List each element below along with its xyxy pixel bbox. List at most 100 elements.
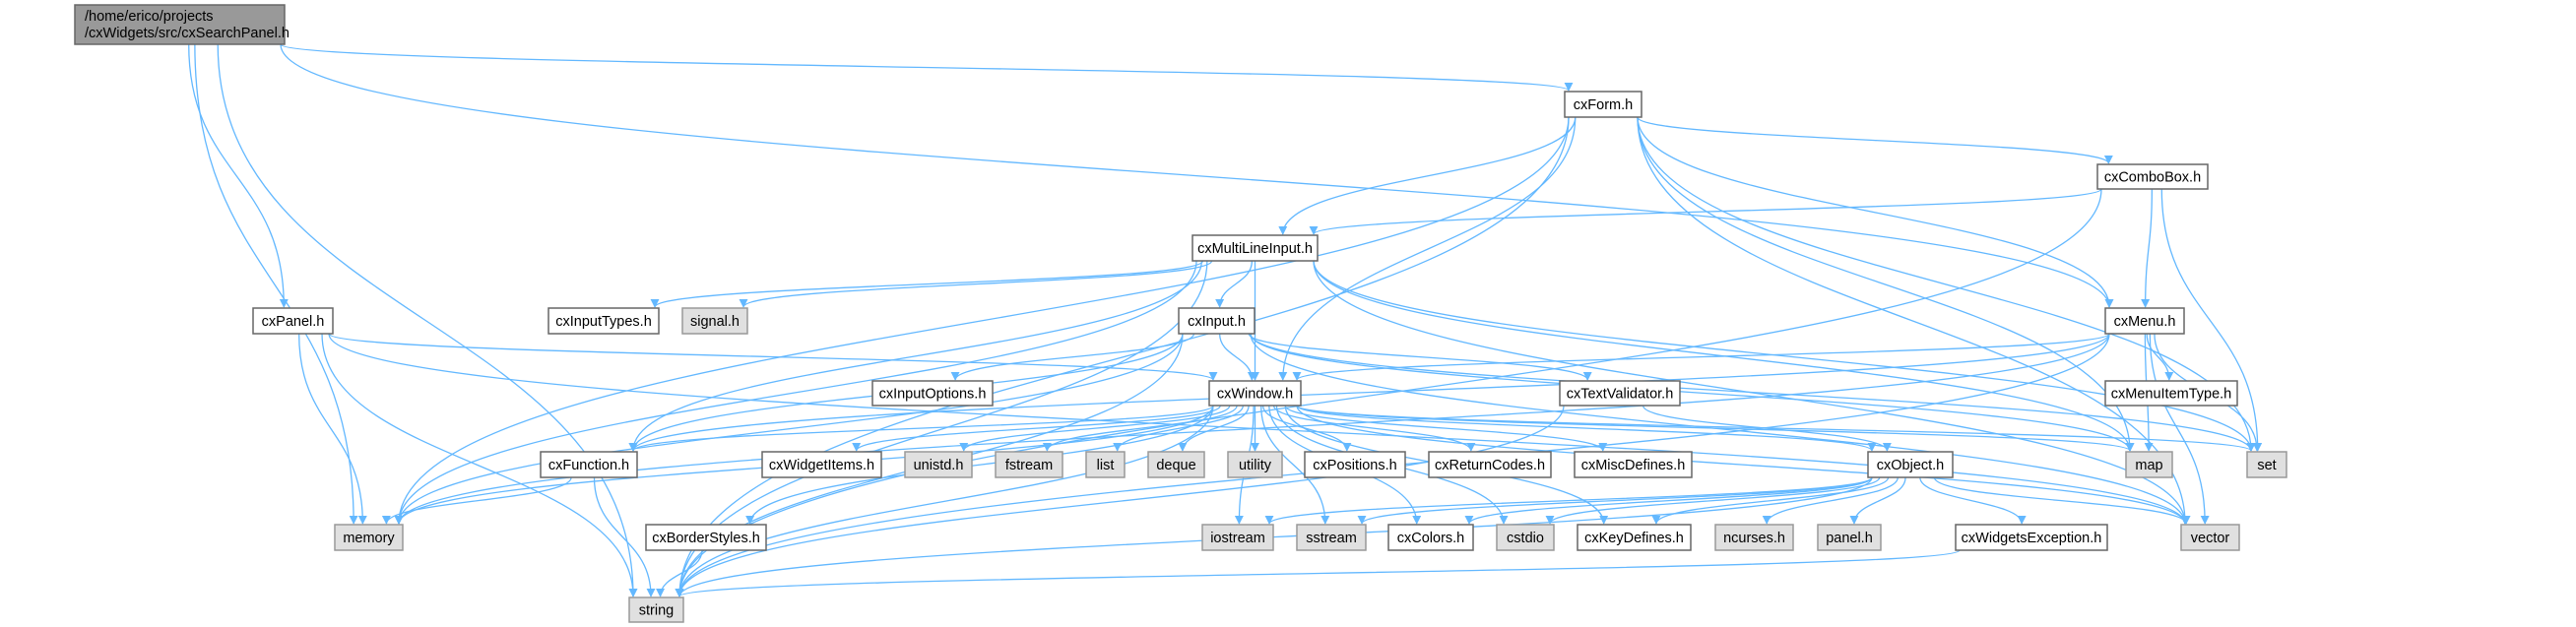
edge-cxObject-to-panel [1849, 476, 1906, 525]
edge-cxForm-to-memory [394, 116, 1570, 525]
edge-cxPanel-to-string [321, 333, 638, 597]
edge-cxForm-to-cxMultiLineInput [1278, 116, 1577, 235]
edge-cxMultiLineInput-to-signal [739, 260, 1213, 308]
edge-cxFunction-to-string [593, 476, 656, 597]
node-box [1496, 524, 1555, 551]
node-cxWidgetItems[interactable]: cxWidgetItems.h [761, 451, 882, 478]
node-cxInput[interactable]: cxInput.h [1178, 307, 1256, 335]
node-cxWindow[interactable]: cxWindow.h [1208, 380, 1302, 407]
edge-cxPanel-to-cxWindow [328, 333, 1218, 381]
node-label: cxMultiLineInput.h [1197, 241, 1313, 257]
edge-cxWindow-to-string [675, 405, 1214, 597]
node-cxObject[interactable]: cxObject.h [1867, 451, 1954, 478]
edge-cxWindow-to-sstream [1260, 405, 1330, 525]
node-label: /home/erico/projects [85, 9, 214, 25]
node-label: cxMiscDefines.h [1581, 458, 1686, 473]
node-sstream[interactable]: sstream [1296, 524, 1367, 551]
node-unistd[interactable]: unistd.h [904, 451, 973, 478]
node-cxColors[interactable]: cxColors.h [1387, 524, 1474, 551]
node-panel[interactable]: panel.h [1817, 524, 1882, 551]
node-cstdio[interactable]: cstdio [1496, 524, 1555, 551]
node-label: cxInput.h [1188, 314, 1246, 330]
node-set[interactable]: set [2246, 451, 2287, 478]
node-box [871, 380, 994, 407]
node-label: cxMenuItemType.h [2111, 387, 2232, 403]
node-label: cxBorderStyles.h [652, 531, 760, 546]
node-label: memory [343, 531, 395, 546]
node-box [1387, 524, 1474, 551]
node-box [1147, 451, 1205, 478]
node-map[interactable]: map [2125, 451, 2173, 478]
node-label: deque [1156, 458, 1195, 473]
node-box [628, 596, 684, 623]
node-cxFunction[interactable]: cxFunction.h [540, 451, 638, 478]
edge-cxWindow-to-cxObject [1296, 405, 1877, 452]
node-box [1577, 524, 1692, 551]
edge-root-to-cxPanel [188, 43, 289, 308]
node-cxPositions[interactable]: cxPositions.h [1304, 451, 1406, 478]
node-cxComboBox[interactable]: cxComboBox.h [2096, 163, 2209, 190]
node-cxInputTypes[interactable]: cxInputTypes.h [547, 307, 660, 335]
node-iostream[interactable]: iostream [1201, 524, 1274, 551]
node-label: cxInputTypes.h [555, 314, 652, 330]
node-memory[interactable]: memory [334, 524, 404, 551]
node-label: sstream [1306, 531, 1357, 546]
edge-cxWidgetsException-to-string [675, 549, 1961, 597]
node-box [1304, 451, 1406, 478]
node-box [252, 307, 334, 335]
node-box [1574, 451, 1693, 478]
node-label: cstdio [1507, 531, 1544, 546]
node-box [2125, 451, 2173, 478]
node-root[interactable]: /home/erico/projects/cxWidgets/src/cxSea… [74, 4, 290, 45]
node-string[interactable]: string [628, 596, 684, 623]
node-label: list [1097, 458, 1115, 473]
edge-cxComboBox-to-cxMultiLineInput [1309, 188, 2102, 235]
edge-cxTextValidator-to-string [675, 405, 1565, 597]
node-signal[interactable]: signal.h [681, 307, 748, 335]
node-box [1559, 380, 1681, 407]
node-cxMultiLineInput[interactable]: cxMultiLineInput.h [1191, 234, 1319, 262]
node-cxMenuItemType[interactable]: cxMenuItemType.h [2104, 380, 2238, 407]
node-label: cxInputOptions.h [879, 387, 987, 403]
node-label: cxWindow.h [1217, 387, 1293, 403]
node-cxKeyDefines[interactable]: cxKeyDefines.h [1577, 524, 1692, 551]
node-label: cxObject.h [1877, 458, 1945, 473]
node-cxReturnCodes[interactable]: cxReturnCodes.h [1428, 451, 1552, 478]
node-list[interactable]: list [1085, 451, 1126, 478]
node-vector[interactable]: vector [2180, 524, 2240, 551]
edge-cxWindow-to-list [1113, 405, 1244, 452]
node-cxInputOptions[interactable]: cxInputOptions.h [871, 380, 994, 407]
node-box [1564, 91, 1642, 118]
node-label: cxColors.h [1397, 531, 1465, 546]
node-label: signal.h [690, 314, 740, 330]
node-label: vector [2191, 531, 2230, 546]
edge-cxInput-to-memory [394, 333, 1184, 525]
node-label: cxWidgetsException.h [1962, 531, 2102, 546]
node-cxMenu[interactable]: cxMenu.h [2104, 307, 2185, 335]
edge-cxComboBox-to-cxMenu [2141, 188, 2154, 308]
node-ncurses[interactable]: ncurses.h [1714, 524, 1794, 551]
node-cxPanel[interactable]: cxPanel.h [252, 307, 334, 335]
node-fstream[interactable]: fstream [995, 451, 1063, 478]
edge-cxWindow-to-cxWidgetItems [852, 405, 1221, 452]
node-label: cxWidgetItems.h [769, 458, 874, 473]
node-label: cxPositions.h [1313, 458, 1396, 473]
edge-cxInput-to-cxTextValidator [1248, 333, 1592, 381]
node-box [681, 307, 748, 335]
node-cxWidgetsException[interactable]: cxWidgetsException.h [1955, 524, 2108, 551]
node-cxMiscDefines[interactable]: cxMiscDefines.h [1574, 451, 1693, 478]
edge-cxObject-to-sstream [1357, 476, 1873, 525]
edge-cxInput-to-cxWindow [1218, 333, 1256, 381]
node-box [1178, 307, 1256, 335]
node-box [74, 4, 286, 45]
node-utility[interactable]: utility [1227, 451, 1283, 478]
node-cxForm[interactable]: cxForm.h [1564, 91, 1642, 118]
node-cxTextValidator[interactable]: cxTextValidator.h [1559, 380, 1681, 407]
node-cxBorderStyles[interactable]: cxBorderStyles.h [645, 524, 767, 551]
edge-cxWindow-to-unistd [959, 405, 1231, 452]
edge-cxObject-to-iostream [1264, 476, 1873, 525]
node-deque[interactable]: deque [1147, 451, 1205, 478]
node-box [1817, 524, 1882, 551]
node-box [2246, 451, 2287, 478]
